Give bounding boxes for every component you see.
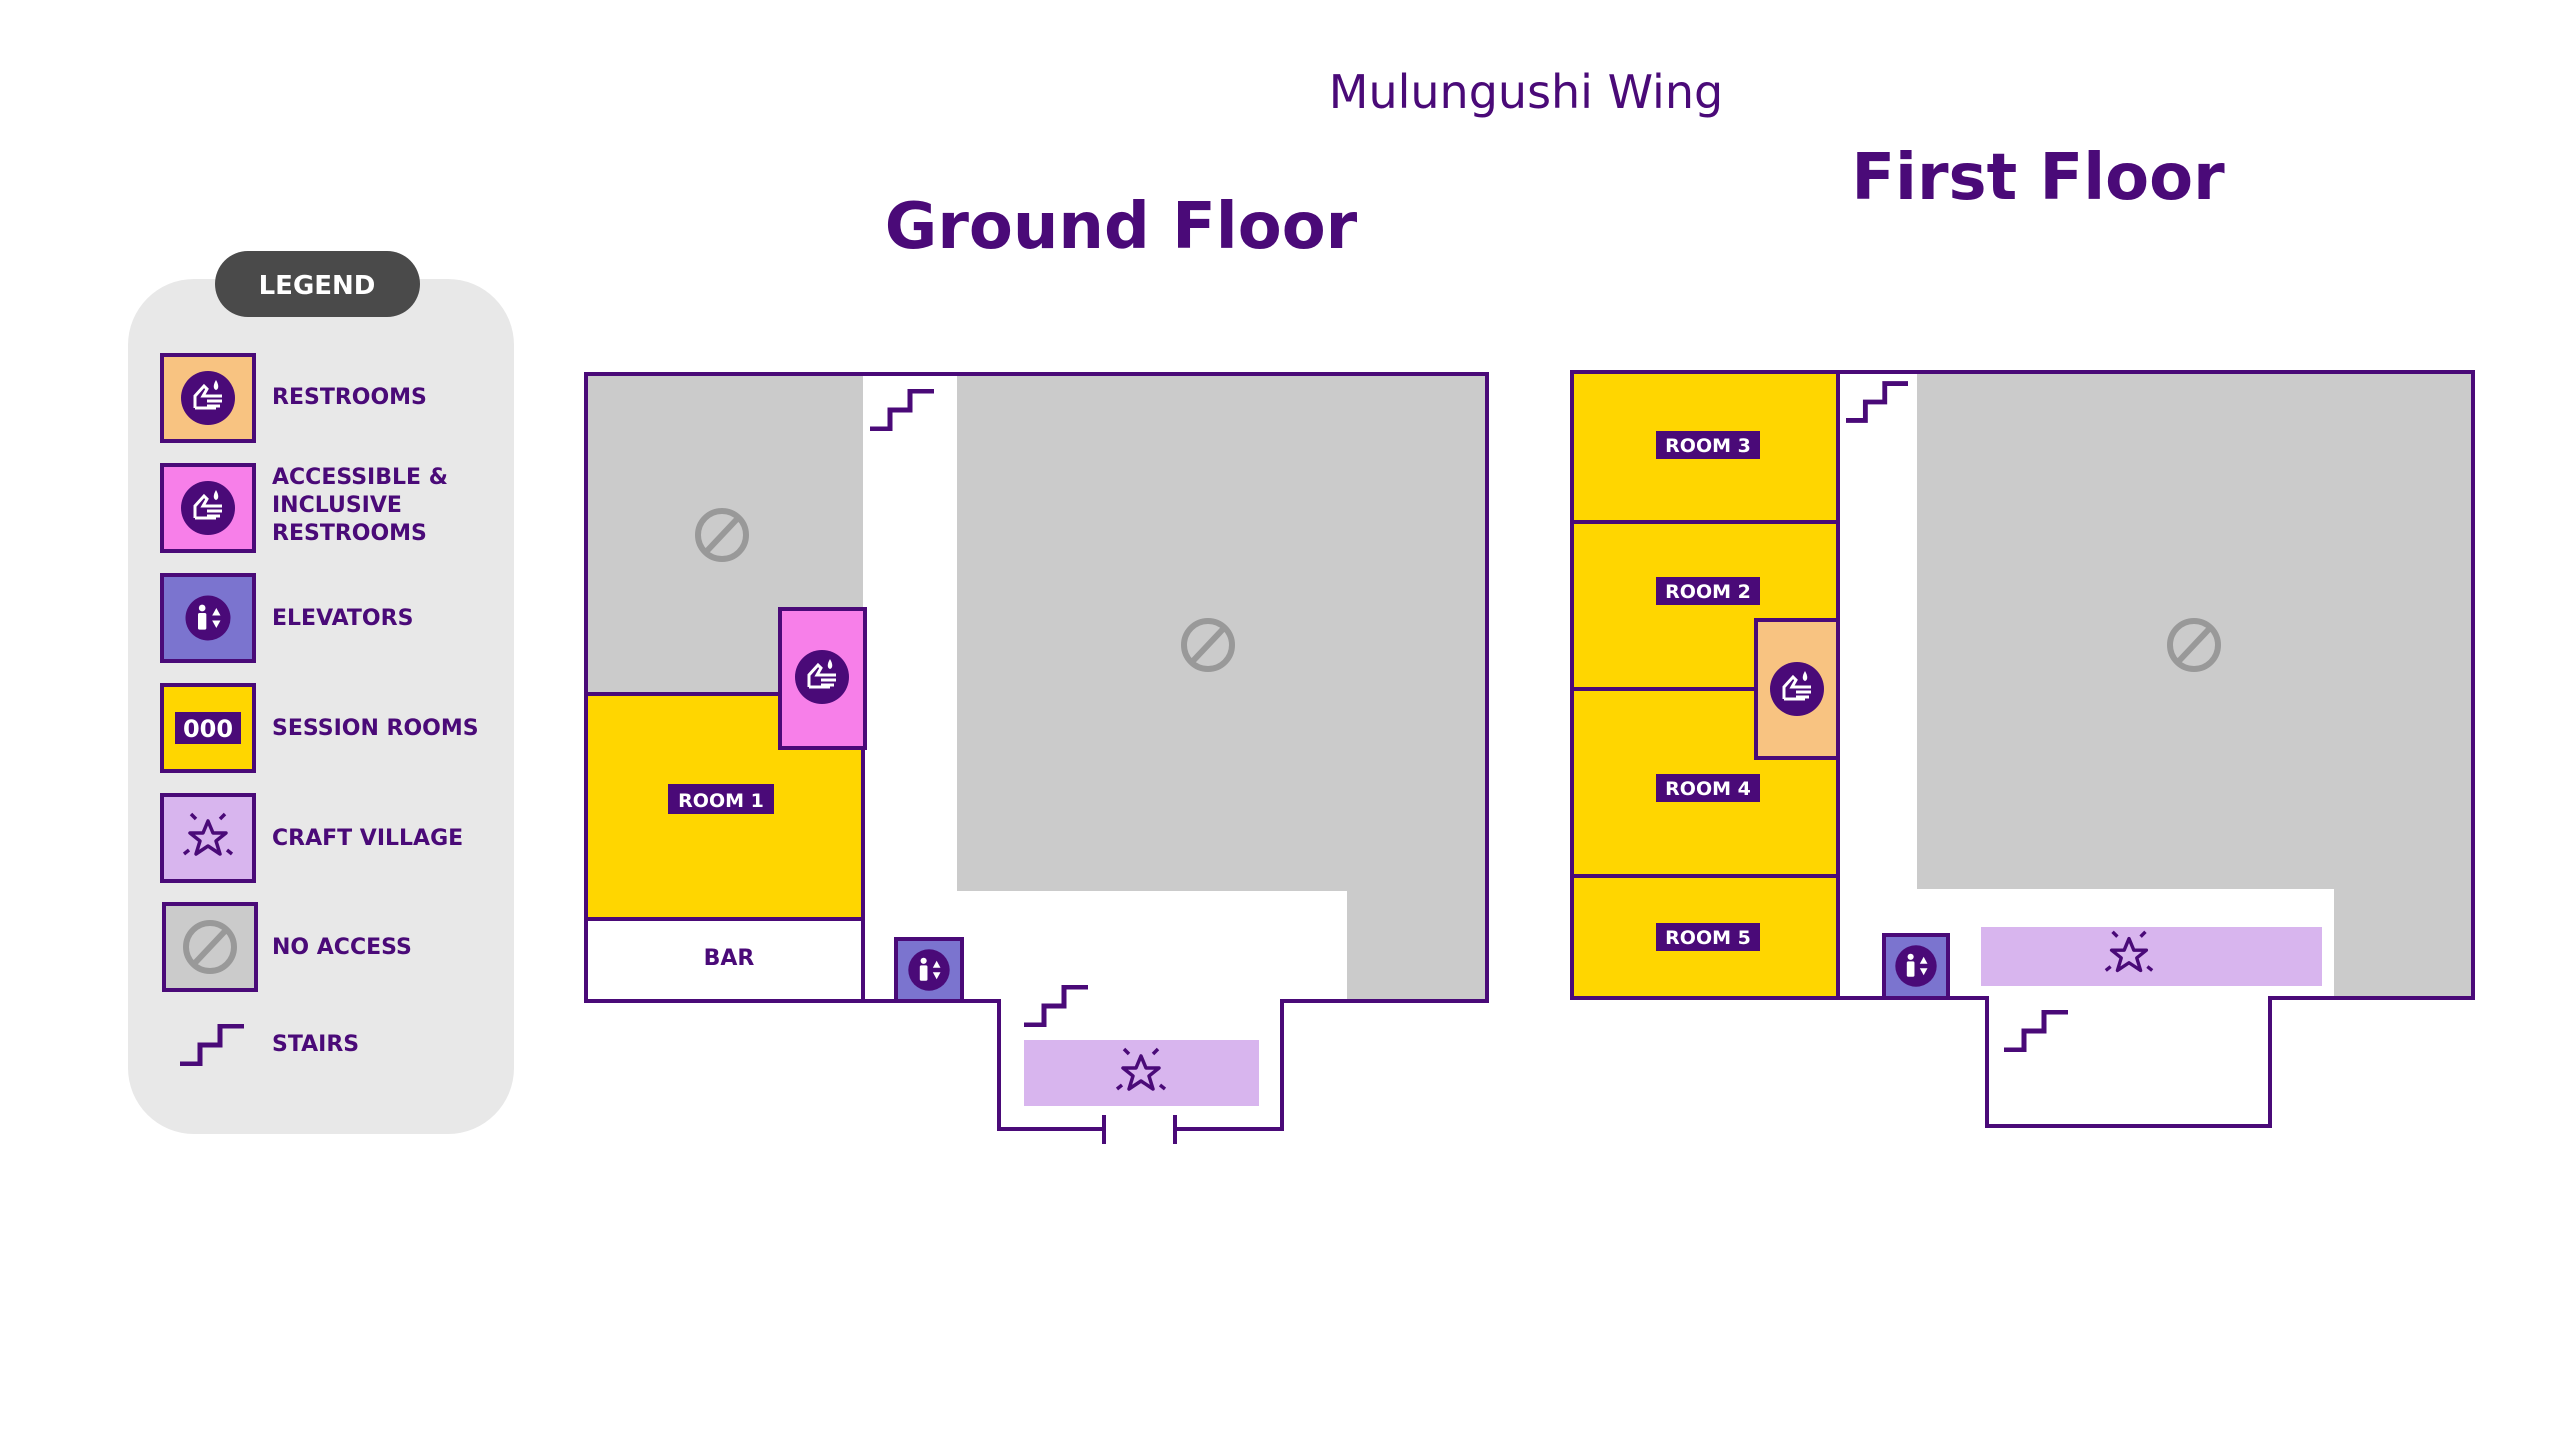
- first-floor-plan: First Floor ROOM 3 ROOM 2 ROOM 4 ROOM 5: [1570, 141, 2475, 1128]
- legend-item-craft-village: CRAFT VILLAGE: [160, 793, 463, 883]
- room-label: ROOM 3: [1665, 435, 1751, 457]
- elevator-icon: [185, 595, 231, 641]
- map-title: Mulungushi Wing: [1329, 65, 1723, 119]
- legend-label: STAIRS: [272, 1032, 359, 1057]
- legend-item-restrooms: RESTROOMS: [160, 353, 427, 443]
- restroom-icon: [179, 369, 237, 427]
- elevator-icon: [908, 949, 950, 991]
- legend-label: INCLUSIVE: [272, 493, 402, 518]
- accessible-restroom-icon: [793, 648, 851, 706]
- legend-label: NO ACCESS: [272, 935, 412, 960]
- bar-label: BAR: [704, 946, 755, 971]
- room-label: ROOM 2: [1665, 581, 1751, 603]
- elevator-icon: [1895, 945, 1937, 987]
- legend-item-no-access: NO ACCESS: [162, 902, 412, 992]
- stairs-icon: [1024, 987, 1088, 1025]
- legend-label: CRAFT VILLAGE: [272, 826, 463, 851]
- legend-label: RESTROOMS: [272, 385, 427, 410]
- restroom[interactable]: [1754, 618, 1840, 760]
- legend: LEGEND RESTROOMS ACCESSIBLE & INCLUSIVE …: [128, 251, 514, 1134]
- legend-item-accessible-restrooms: ACCESSIBLE & INCLUSIVE RESTROOMS: [160, 463, 448, 553]
- accessible-restroom[interactable]: [778, 607, 867, 750]
- ground-floor-plan: Ground Floor ROOM 1 BAR: [584, 190, 1489, 1144]
- restroom-icon: [1768, 660, 1826, 718]
- no-access-area: [1917, 372, 2473, 998]
- legend-item-session-rooms: 000 SESSION ROOMS: [160, 683, 479, 773]
- legend-label: SESSION ROOMS: [272, 716, 479, 741]
- room-label: ROOM 1: [678, 790, 764, 812]
- legend-label: ELEVATORS: [272, 606, 413, 631]
- legend-label: RESTROOMS: [272, 521, 427, 546]
- first-floor-title: First Floor: [1851, 141, 2225, 215]
- session-room-icon: 000: [183, 715, 233, 743]
- legend-item-elevators: ELEVATORS: [160, 573, 413, 663]
- legend-item-stairs: STAIRS: [180, 1026, 359, 1064]
- bar[interactable]: [584, 917, 865, 1003]
- ground-floor-title: Ground Floor: [885, 190, 1358, 264]
- stairs-icon: [1846, 384, 1908, 421]
- stairs-icon: [870, 391, 934, 429]
- craft-village[interactable]: [1981, 927, 2322, 986]
- legend-title: LEGEND: [259, 271, 376, 301]
- stairs-icon: [2004, 1012, 2068, 1050]
- craft-village[interactable]: [1024, 1040, 1259, 1106]
- room-label: ROOM 4: [1665, 778, 1751, 800]
- no-access-area: [957, 374, 1487, 1001]
- legend-label: ACCESSIBLE &: [272, 465, 448, 490]
- accessible-restroom-icon: [179, 479, 237, 537]
- room-label: ROOM 5: [1665, 927, 1751, 949]
